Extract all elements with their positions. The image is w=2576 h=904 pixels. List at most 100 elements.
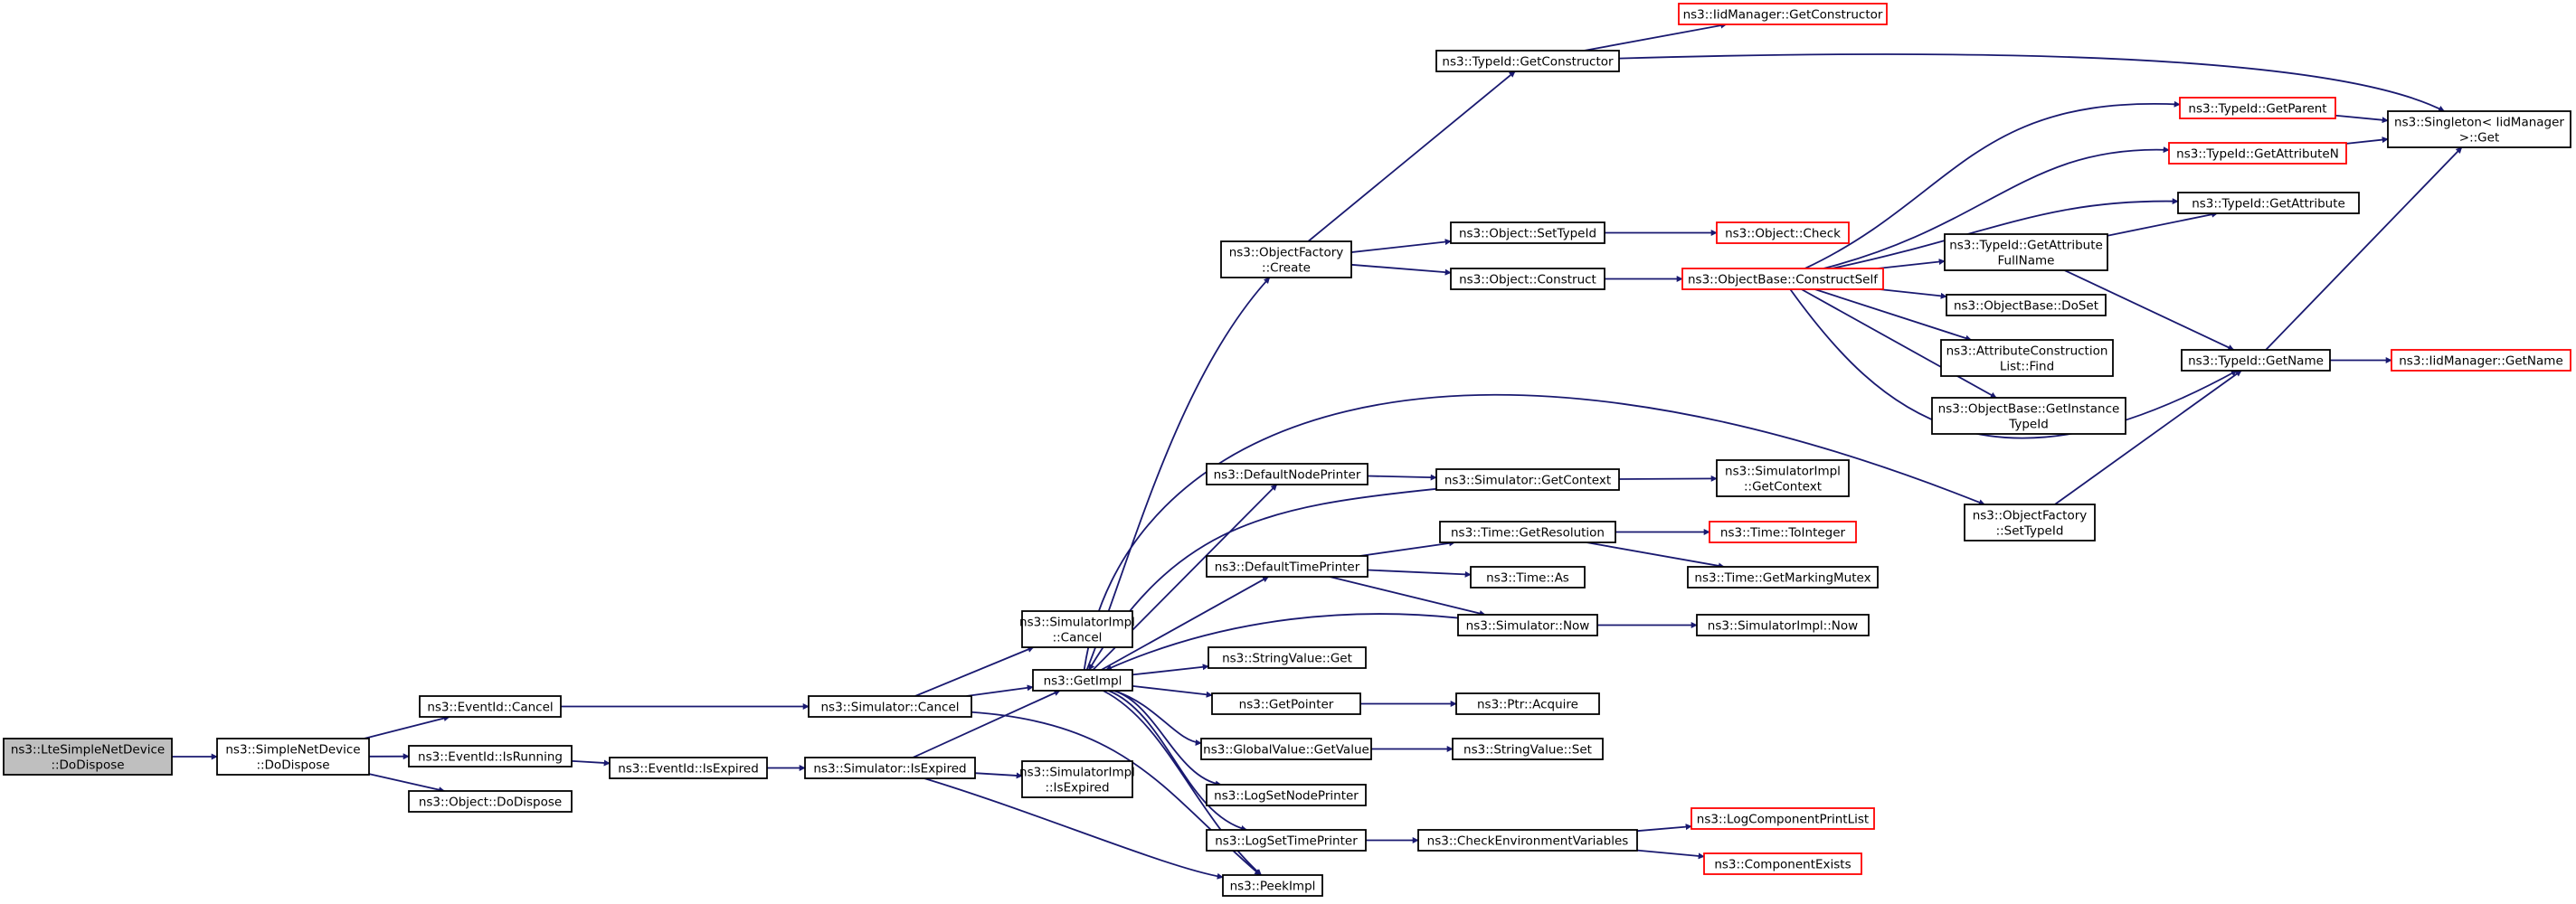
node-objbase-constructself[interactable]: ns3::ObjectBase::ConstructSelf [1681, 268, 1884, 290]
edge-sim_isexpired-to-simimpl_isexpired [974, 772, 1023, 779]
node-box [1206, 829, 1367, 852]
node-peekimpl[interactable]: ns3::PeekImpl [1222, 874, 1323, 897]
node-label: ns3::ObjectFactory [1229, 246, 1344, 260]
node-component-exists[interactable]: ns3::ComponentExists [1703, 852, 1862, 875]
node-label: ns3::TypeId::GetAttribute [2192, 197, 2345, 212]
edge-objfactory_create-to-typeid_getconstructor [1307, 71, 1516, 242]
node-label: ns3::SimulatorImpl [1019, 766, 1135, 780]
node-check-env-vars[interactable]: ns3::CheckEnvironmentVariables [1417, 829, 1638, 852]
node-box [1470, 566, 1586, 589]
node-label: ns3::Time::GetMarkingMutex [1694, 571, 1870, 586]
node-label: ::IsExpired [1045, 781, 1109, 796]
edge-typeid_getparent-to-singleton_get [2334, 114, 2389, 124]
node-label: ::DoDispose [256, 758, 329, 773]
node-box [1021, 760, 1133, 798]
node-time-getmarkingmutex[interactable]: ns3::Time::GetMarkingMutex [1687, 566, 1879, 589]
edge-typeid_getattributen-to-singleton_get [2345, 137, 2389, 145]
node-box [1435, 50, 1620, 72]
node-label: ::SetTypeId [1996, 524, 2064, 539]
edge-default_time_printer-to-sim_now [1329, 576, 1486, 617]
node-stringvalue-set[interactable]: ns3::StringValue::Set [1452, 738, 1604, 760]
node-default-node-printer[interactable]: ns3::DefaultNodePrinter [1206, 463, 1368, 485]
node-label: ns3::Time::ToInteger [1720, 526, 1846, 541]
node-label: ns3::TypeId::GetAttributeN [2176, 147, 2339, 162]
node-box [1944, 233, 2108, 271]
node-box [1946, 294, 2107, 316]
node-objfactory-settypeid[interactable]: ns3::ObjectFactory::SetTypeId [1964, 504, 2096, 541]
node-sim-now[interactable]: ns3::Simulator::Now [1457, 614, 1598, 636]
node-label: ns3::Object::DoDispose [419, 796, 562, 810]
node-box [1417, 829, 1638, 852]
node-logsetnodeprinter[interactable]: ns3::LogSetNodePrinter [1206, 784, 1367, 806]
node-object-construct[interactable]: ns3::Object::Construct [1450, 268, 1605, 290]
node-iidmanager-getname[interactable]: ns3::IidManager::GetName [2391, 349, 2571, 372]
edge-objbase_constructself-to-objbase_getinstancetypeid [1801, 288, 1997, 399]
node-object-dodispose[interactable]: ns3::Object::DoDispose [408, 790, 573, 813]
node-simimpl-now[interactable]: ns3::SimulatorImpl::Now [1696, 614, 1870, 636]
node-eventid-isrunning[interactable]: ns3::EventId::IsRunning [408, 745, 573, 767]
node-getpointer[interactable]: ns3::GetPointer [1211, 692, 1361, 715]
node-iidmanager-getconstructor[interactable]: ns3::IidManager::GetConstructor [1678, 3, 1888, 25]
node-label: ns3::Object::Construct [1459, 273, 1596, 287]
node-label: TypeId [2008, 418, 2049, 432]
node-getimpl[interactable]: ns3::GetImpl [1032, 669, 1133, 692]
node-box [1455, 692, 1600, 715]
node-logsettimeprinter[interactable]: ns3::LogSetTimePrinter [1206, 829, 1367, 852]
node-box [1690, 807, 1875, 830]
node-eventid-cancel[interactable]: ns3::EventId::Cancel [419, 695, 562, 718]
edge-snd_dispose-to-eventid_cancel [364, 715, 450, 739]
node-typeid-getconstructor[interactable]: ns3::TypeId::GetConstructor [1435, 50, 1620, 72]
node-label: ns3::IidManager::GetName [2399, 354, 2563, 369]
node-typeid-getname[interactable]: ns3::TypeId::GetName [2181, 349, 2331, 372]
node-eventid-isexpired[interactable]: ns3::EventId::IsExpired [609, 757, 768, 779]
node-box [804, 757, 976, 779]
edge-objfactory_create-to-object_construct [1350, 263, 1452, 276]
node-label: ns3::Simulator::GetContext [1444, 474, 1611, 488]
node-box [1435, 468, 1620, 491]
node-globalvalue-getvalue[interactable]: ns3::GlobalValue::GetValue [1200, 738, 1372, 760]
node-box [1678, 3, 1888, 25]
node-label: ns3::EventId::IsRunning [418, 750, 563, 765]
node-objfactory-create[interactable]: ns3::ObjectFactory::Create [1220, 240, 1352, 278]
node-object-settypeid[interactable]: ns3::Object::SetTypeId [1450, 221, 1605, 244]
node-typeid-getattribute[interactable]: ns3::TypeId::GetAttribute [2177, 192, 2360, 214]
node-simimpl-getcontext[interactable]: ns3::SimulatorImpl::GetContext [1716, 459, 1850, 497]
node-typeid-getparent[interactable]: ns3::TypeId::GetParent [2179, 97, 2336, 119]
node-singleton-get[interactable]: ns3::Singleton< IidManager >::Get [2387, 110, 2571, 148]
node-sim-getcontext[interactable]: ns3::Simulator::GetContext [1435, 468, 1620, 491]
edge-objbase_constructself-to-typeid_getattributen [1823, 146, 2170, 269]
node-simimpl-cancel[interactable]: ns3::SimulatorImpl::Cancel [1019, 610, 1135, 648]
node-snd-dispose[interactable]: ns3::SimpleNetDevice::DoDispose [216, 738, 370, 776]
node-box [1220, 240, 1352, 278]
edge-objfactory_settypeid-to-typeid_getname [2054, 370, 2242, 505]
node-label: ns3::DefaultTimePrinter [1215, 560, 1360, 575]
node-simimpl-isexpired[interactable]: ns3::SimulatorImpl::IsExpired [1019, 760, 1135, 798]
node-sim-cancel[interactable]: ns3::Simulator::Cancel [808, 695, 972, 718]
node-time-as[interactable]: ns3::Time::As [1470, 566, 1586, 589]
node-time-tointeger[interactable]: ns3::Time::ToInteger [1709, 521, 1857, 543]
node-box [1681, 268, 1884, 290]
node-ptr-acquire[interactable]: ns3::Ptr::Acquire [1455, 692, 1600, 715]
node-sim-isexpired[interactable]: ns3::Simulator::IsExpired [804, 757, 976, 779]
node-box [2181, 349, 2331, 372]
edge-check_env_vars-to-log_component_print_list [1636, 824, 1692, 833]
node-box [1211, 692, 1361, 715]
edge-snd_dispose-to-object_dodispose [368, 773, 446, 794]
node-label: ns3::StringValue::Set [1463, 743, 1592, 758]
node-stringvalue-get[interactable]: ns3::StringValue::Get [1208, 646, 1367, 669]
node-object-check[interactable]: ns3::Object::Check [1716, 221, 1850, 244]
node-default-time-printer[interactable]: ns3::DefaultTimePrinter [1206, 555, 1368, 578]
node-label: ns3::LogSetNodePrinter [1214, 789, 1359, 804]
edge-eventid_isrunning-to-eventid_isexpired [571, 759, 611, 767]
node-box [1206, 784, 1367, 806]
node-log-component-print-list[interactable]: ns3::LogComponentPrintList [1690, 807, 1875, 830]
node-box [1208, 646, 1367, 669]
node-time-getresolution[interactable]: ns3::Time::GetResolution [1439, 521, 1616, 543]
node-box [1439, 521, 1616, 543]
node-objbase-doset[interactable]: ns3::ObjectBase::DoSet [1946, 294, 2107, 316]
node-typeid-getattributen[interactable]: ns3::TypeId::GetAttributeN [2168, 142, 2347, 165]
node-label: ns3::GlobalValue::GetValue [1203, 743, 1369, 758]
